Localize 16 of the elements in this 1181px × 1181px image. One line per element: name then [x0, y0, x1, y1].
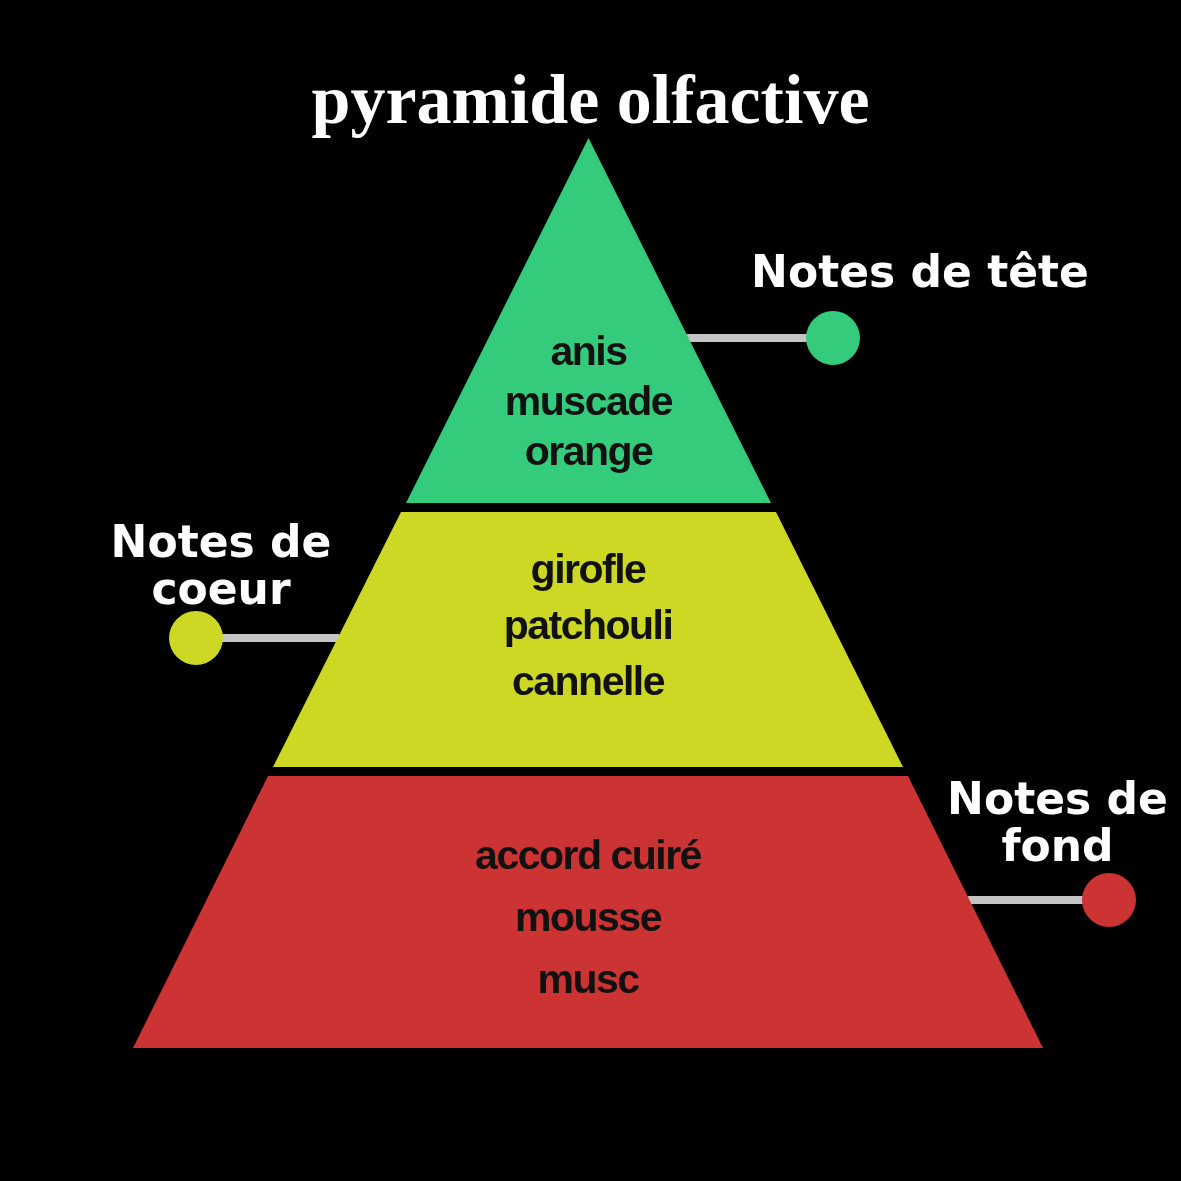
tier-label: Notes de tête	[750, 248, 1090, 295]
note-text: accord cuiré	[475, 832, 701, 879]
tier-label: Notes de coeur	[109, 518, 333, 612]
note-text: girofle	[530, 546, 646, 593]
note-text: patchouli	[503, 602, 673, 649]
title: pyramide olfactive	[310, 60, 871, 140]
marker-dot	[806, 311, 860, 365]
marker-dot	[1082, 873, 1136, 927]
note-text: cannelle	[511, 658, 665, 705]
marker-dot	[169, 611, 223, 665]
note-text: anis	[550, 328, 627, 375]
note-text: muscade	[504, 378, 673, 425]
tier-label: Notes de fond	[946, 775, 1169, 869]
note-text: orange	[524, 428, 653, 475]
note-text: mousse	[515, 894, 661, 941]
note-text: musc	[537, 956, 639, 1003]
